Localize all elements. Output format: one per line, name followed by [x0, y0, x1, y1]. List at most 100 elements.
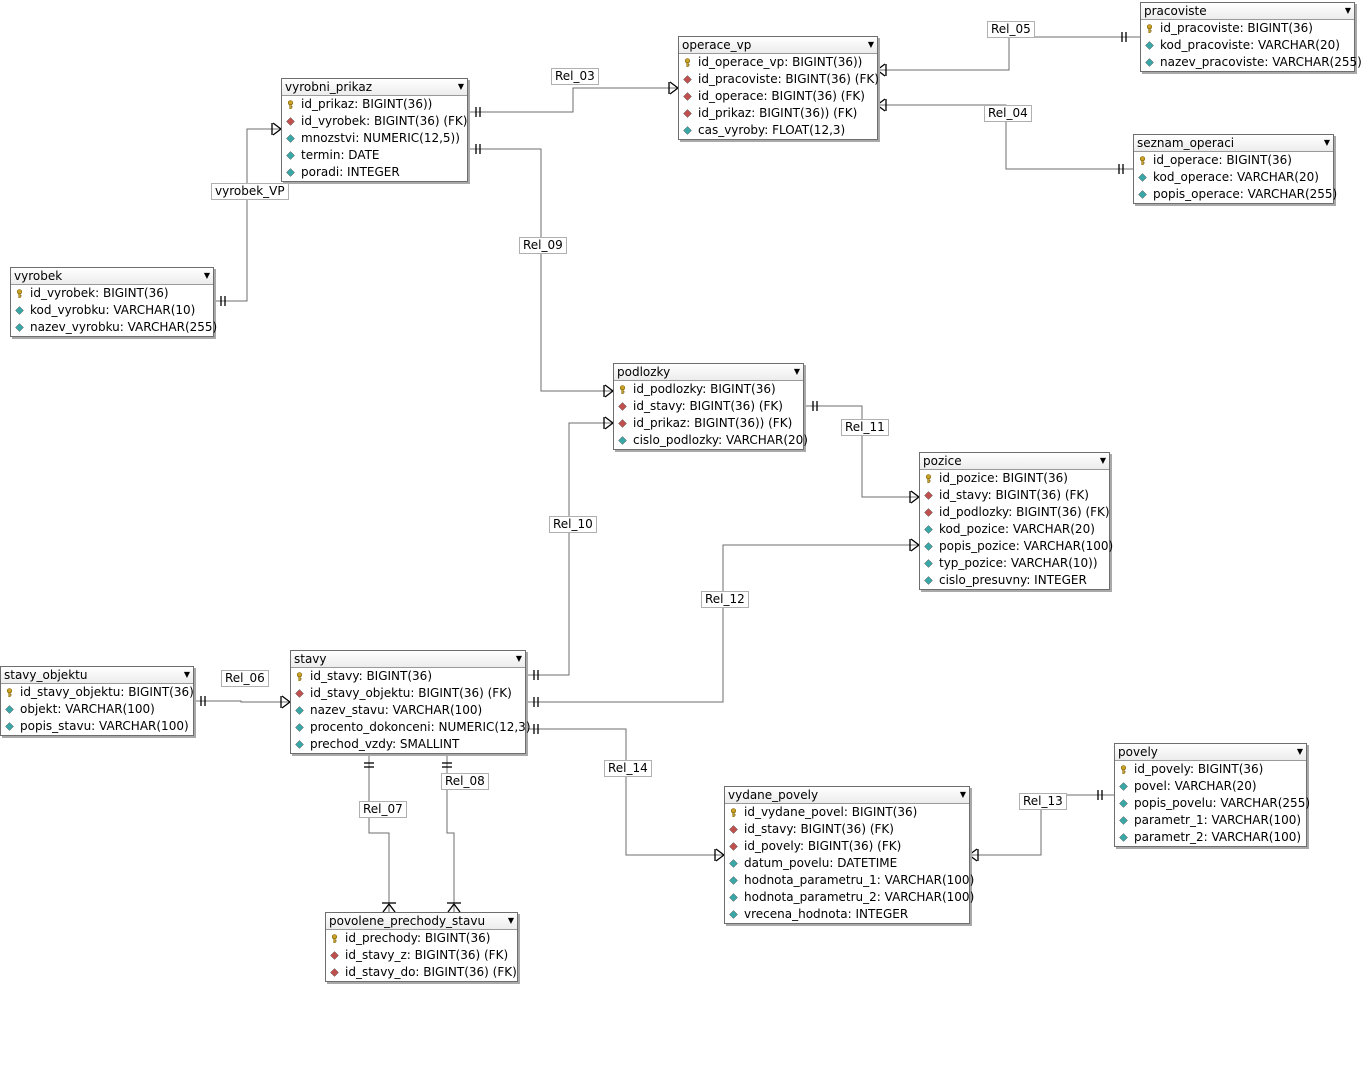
- column-row[interactable]: id_operace_vp: BIGINT(36)): [679, 54, 877, 71]
- column-row[interactable]: procento_dokonceni: NUMERIC(12,3): [291, 719, 531, 736]
- column-row[interactable]: id_stavy: BIGINT(36) (FK): [614, 398, 803, 415]
- column-row[interactable]: poradi: INTEGER: [282, 164, 467, 181]
- relationship-label[interactable]: Rel_09: [519, 237, 567, 254]
- relationship-label[interactable]: Rel_08: [441, 773, 489, 790]
- table-header[interactable]: povolene_prechody_stavu▼: [326, 913, 517, 930]
- column-row[interactable]: id_stavy: BIGINT(36): [291, 668, 525, 685]
- column-row[interactable]: popis_operace: VARCHAR(255): [1134, 186, 1337, 203]
- dropdown-arrow-icon[interactable]: ▼: [1296, 747, 1303, 756]
- dropdown-arrow-icon[interactable]: ▼: [183, 670, 190, 679]
- table-vydane-povely[interactable]: vydane_povely▼id_vydane_povel: BIGINT(36…: [724, 786, 974, 924]
- column-row[interactable]: id_operace: BIGINT(36): [1134, 152, 1333, 169]
- relationship-label[interactable]: Rel_11: [841, 419, 889, 436]
- dropdown-arrow-icon[interactable]: ▼: [867, 40, 874, 49]
- column-row[interactable]: id_pracoviste: BIGINT(36) (FK): [679, 71, 879, 88]
- column-row[interactable]: typ_pozice: VARCHAR(10)): [920, 555, 1109, 572]
- dropdown-arrow-icon[interactable]: ▼: [793, 367, 800, 376]
- table-pozice[interactable]: pozice▼id_pozice: BIGINT(36)id_stavy: BI…: [919, 452, 1113, 590]
- table-pracoviste[interactable]: pracoviste▼id_pracoviste: BIGINT(36)kod_…: [1140, 2, 1362, 72]
- column-row[interactable]: id_prikaz: BIGINT(36)): [282, 96, 467, 113]
- column-row[interactable]: hodnota_parametru_2: VARCHAR(100): [725, 889, 974, 906]
- column-row[interactable]: id_vyrobek: BIGINT(36): [11, 285, 213, 302]
- table-operace-vp[interactable]: operace_vp▼id_operace_vp: BIGINT(36))id_…: [678, 36, 879, 140]
- column-row[interactable]: id_prikaz: BIGINT(36)) (FK): [614, 415, 803, 432]
- table-seznam-operaci[interactable]: seznam_operaci▼id_operace: BIGINT(36)kod…: [1133, 134, 1337, 204]
- relationship-label[interactable]: Rel_12: [701, 591, 749, 608]
- column-row[interactable]: nazev_vyrobku: VARCHAR(255): [11, 319, 217, 336]
- relationship-label[interactable]: vyrobek_VP: [211, 183, 289, 200]
- column-row[interactable]: termin: DATE: [282, 147, 467, 164]
- dropdown-arrow-icon[interactable]: ▼: [515, 654, 522, 663]
- column-row[interactable]: id_stavy_do: BIGINT(36) (FK): [326, 964, 517, 981]
- relationship-label[interactable]: Rel_04: [984, 105, 1032, 122]
- dropdown-arrow-icon[interactable]: ▼: [1344, 6, 1351, 15]
- table-header[interactable]: stavy_objektu▼: [1, 667, 193, 684]
- column-row[interactable]: nazev_pracoviste: VARCHAR(255): [1141, 54, 1362, 71]
- column-row[interactable]: parametr_2: VARCHAR(100): [1115, 829, 1306, 846]
- column-row[interactable]: povel: VARCHAR(20): [1115, 778, 1306, 795]
- column-row[interactable]: id_stavy: BIGINT(36) (FK): [920, 487, 1109, 504]
- table-header[interactable]: pozice▼: [920, 453, 1109, 470]
- column-row[interactable]: cislo_podlozky: VARCHAR(20): [614, 432, 808, 449]
- relationship-label[interactable]: Rel_14: [604, 760, 652, 777]
- dropdown-arrow-icon[interactable]: ▼: [959, 790, 966, 799]
- relationship-label[interactable]: Rel_03: [551, 68, 599, 85]
- table-header[interactable]: vyrobek▼: [11, 268, 213, 285]
- column-row[interactable]: id_stavy_z: BIGINT(36) (FK): [326, 947, 517, 964]
- table-header[interactable]: povely▼: [1115, 744, 1306, 761]
- column-row[interactable]: mnozstvi: NUMERIC(12,5)): [282, 130, 467, 147]
- column-row[interactable]: datum_povelu: DATETIME: [725, 855, 969, 872]
- table-stavy-objektu[interactable]: stavy_objektu▼id_stavy_objektu: BIGINT(3…: [0, 666, 194, 736]
- relationship-label[interactable]: Rel_10: [549, 516, 597, 533]
- table-vyrobni-prikaz[interactable]: vyrobni_prikaz▼id_prikaz: BIGINT(36))id_…: [281, 78, 468, 182]
- column-row[interactable]: kod_operace: VARCHAR(20): [1134, 169, 1333, 186]
- column-row[interactable]: vrecena_hodnota: INTEGER: [725, 906, 969, 923]
- column-row[interactable]: cislo_presuvny: INTEGER: [920, 572, 1109, 589]
- column-row[interactable]: hodnota_parametru_1: VARCHAR(100): [725, 872, 974, 889]
- table-header[interactable]: pracoviste▼: [1141, 3, 1354, 20]
- column-row[interactable]: popis_povelu: VARCHAR(255): [1115, 795, 1310, 812]
- column-row[interactable]: nazev_stavu: VARCHAR(100): [291, 702, 525, 719]
- table-vyrobek[interactable]: vyrobek▼id_vyrobek: BIGINT(36)kod_vyrobk…: [10, 267, 217, 337]
- column-row[interactable]: kod_pozice: VARCHAR(20): [920, 521, 1109, 538]
- relationship-label[interactable]: Rel_06: [221, 670, 269, 687]
- dropdown-arrow-icon[interactable]: ▼: [1099, 456, 1106, 465]
- table-header[interactable]: vyrobni_prikaz▼: [282, 79, 467, 96]
- relationship-label[interactable]: Rel_05: [987, 21, 1035, 38]
- dropdown-arrow-icon[interactable]: ▼: [507, 916, 514, 925]
- table-povolene-prechody-stavu[interactable]: povolene_prechody_stavu▼id_prechody: BIG…: [325, 912, 518, 982]
- table-podlozky[interactable]: podlozky▼id_podlozky: BIGINT(36)id_stavy…: [613, 363, 808, 450]
- column-row[interactable]: id_povely: BIGINT(36): [1115, 761, 1306, 778]
- column-row[interactable]: id_podlozky: BIGINT(36): [614, 381, 803, 398]
- table-povely[interactable]: povely▼id_povely: BIGINT(36)povel: VARCH…: [1114, 743, 1310, 847]
- dropdown-arrow-icon[interactable]: ▼: [457, 82, 464, 91]
- column-row[interactable]: kod_vyrobku: VARCHAR(10): [11, 302, 213, 319]
- column-row[interactable]: popis_pozice: VARCHAR(100): [920, 538, 1113, 555]
- table-header[interactable]: operace_vp▼: [679, 37, 877, 54]
- dropdown-arrow-icon[interactable]: ▼: [1323, 138, 1330, 147]
- column-row[interactable]: id_stavy_objektu: BIGINT(36): [1, 684, 194, 701]
- column-row[interactable]: id_operace: BIGINT(36) (FK): [679, 88, 877, 105]
- column-row[interactable]: id_pracoviste: BIGINT(36): [1141, 20, 1354, 37]
- column-row[interactable]: kod_pracoviste: VARCHAR(20): [1141, 37, 1354, 54]
- column-row[interactable]: id_prechody: BIGINT(36): [326, 930, 517, 947]
- relationship-label[interactable]: Rel_13: [1019, 793, 1067, 810]
- column-row[interactable]: id_prikaz: BIGINT(36)) (FK): [679, 105, 877, 122]
- column-row[interactable]: cas_vyroby: FLOAT(12,3): [679, 122, 877, 139]
- table-header[interactable]: vydane_povely▼: [725, 787, 969, 804]
- column-row[interactable]: id_stavy_objektu: BIGINT(36) (FK): [291, 685, 525, 702]
- table-header[interactable]: seznam_operaci▼: [1134, 135, 1333, 152]
- column-row[interactable]: id_stavy: BIGINT(36) (FK): [725, 821, 969, 838]
- column-row[interactable]: id_vyrobek: BIGINT(36) (FK): [282, 113, 467, 130]
- column-row[interactable]: id_podlozky: BIGINT(36) (FK): [920, 504, 1110, 521]
- column-row[interactable]: parametr_1: VARCHAR(100): [1115, 812, 1306, 829]
- column-row[interactable]: prechod_vzdy: SMALLINT: [291, 736, 525, 753]
- table-header[interactable]: podlozky▼: [614, 364, 803, 381]
- column-row[interactable]: id_povely: BIGINT(36) (FK): [725, 838, 969, 855]
- relationship-label[interactable]: Rel_07: [359, 801, 407, 818]
- column-row[interactable]: id_pozice: BIGINT(36): [920, 470, 1109, 487]
- table-stavy[interactable]: stavy▼id_stavy: BIGINT(36)id_stavy_objek…: [290, 650, 531, 754]
- dropdown-arrow-icon[interactable]: ▼: [203, 271, 210, 280]
- column-row[interactable]: id_vydane_povel: BIGINT(36): [725, 804, 969, 821]
- table-header[interactable]: stavy▼: [291, 651, 525, 668]
